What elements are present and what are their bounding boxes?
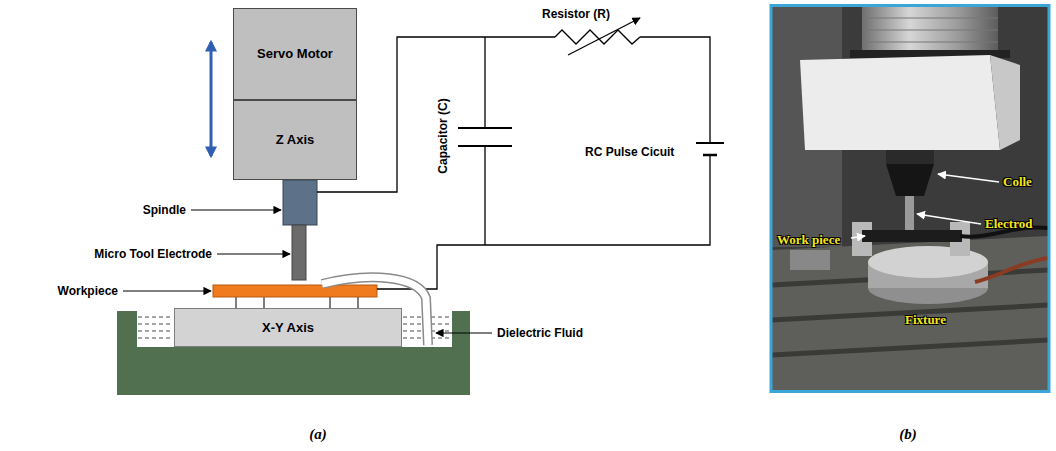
part-label: Spindle [143,203,186,217]
battery-plate [696,142,724,144]
fluid-line [138,317,173,318]
side-block [790,250,830,270]
spindle-ring [862,42,998,43]
photo-ground [772,7,1048,390]
fluid-line [138,331,173,332]
photo-label: Fixture [905,312,946,328]
spindle [283,180,317,225]
box-text: Z Axis [276,132,315,148]
component-label: Capacitor (C) [436,98,450,173]
cable [975,258,1048,282]
part-label: Workpiece [58,284,118,298]
machine-table [772,236,1048,390]
support-leg [357,297,359,308]
head-block-side [990,55,1020,150]
wire [377,155,710,289]
tool-electrode [292,225,306,280]
support-leg [329,297,331,308]
box-text: X-Y Axis [262,320,314,336]
fluid-line [138,324,173,325]
collet [886,150,934,164]
photo-label: Colle [1003,174,1032,190]
panel-caption: (b) [899,426,917,443]
circuit-label: RC Pulse Cicuit [585,145,674,159]
photo-pointer [917,214,981,224]
t-slot [772,340,1048,355]
photo-frame [771,6,1049,392]
collet-cone [886,164,934,196]
servo-motor-box: Servo Motor [233,8,357,100]
wire [484,146,485,245]
workpiece-supports [236,297,358,308]
leader-line [191,209,281,210]
dielectric-tank [117,311,470,395]
capacitor-plate [458,145,512,147]
z-axis-box: Z Axis [233,100,357,180]
photo-workpiece [862,230,962,242]
support-leg [263,297,265,308]
part-label: Micro Tool Electrode [94,247,212,261]
photo-pointer [851,236,865,238]
variable-arrow [568,18,640,55]
leader-line [436,332,492,333]
photo-pointer [938,174,999,182]
photo-label: Electrod [985,216,1032,232]
wire [640,37,710,143]
head-block [800,55,1000,150]
photo-electrode [905,196,914,230]
photo-label: Work piece [777,232,840,248]
part-label: Dielectric Fluid [497,326,583,340]
fluid-line [138,338,173,339]
support-leg [235,297,237,308]
resistor-symbol [555,30,640,44]
spindle-head [862,7,998,53]
spindle-ring [862,18,998,19]
box-text: Servo Motor [257,46,333,62]
rc-circuit [317,30,710,289]
xy-stage-box: X-Y Axis [174,308,402,347]
spindle-ring [862,30,998,31]
wire [484,37,485,128]
component-label: Resistor (R) [542,7,610,21]
workpiece-plate [213,285,377,297]
setup-photo [772,7,1048,390]
panel-caption: (a) [309,426,327,443]
leader-line [123,290,211,291]
capacitor-plate [458,127,512,129]
z-motion-arrow [210,42,213,156]
battery-plate [703,154,717,157]
leader-line [217,253,290,254]
